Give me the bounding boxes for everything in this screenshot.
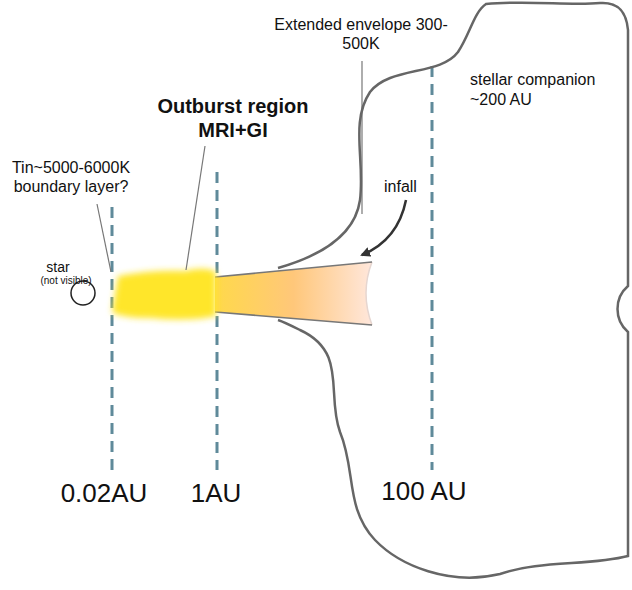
infall-arrow — [362, 200, 406, 255]
disk-surface — [215, 312, 372, 325]
radius-value: 0.02AU — [48, 478, 160, 509]
radius-value: 1AU — [176, 478, 256, 509]
region-label: Extended envelope 300-500K — [258, 15, 464, 53]
region-label: Tin~5000-6000K boundary layer? — [2, 158, 140, 196]
radius-marker — [111, 207, 114, 470]
object-note: (not visible) — [30, 275, 102, 287]
radius-value: 100 AU — [366, 476, 482, 507]
outburst-glow — [112, 269, 216, 320]
cloud-outline-path — [278, 3, 628, 578]
disk-edge — [366, 262, 372, 325]
leader-line — [97, 204, 111, 272]
leader-line — [186, 146, 205, 270]
region-title: Outburst region MRI+GI — [140, 94, 326, 142]
object-label: star — [32, 259, 84, 276]
radius-marker — [431, 66, 434, 470]
radius-marker — [216, 172, 219, 470]
node-text: stellar companion ~200 AU — [470, 70, 628, 110]
disk-wedge — [215, 262, 372, 325]
arrow-label: infall — [384, 177, 434, 196]
